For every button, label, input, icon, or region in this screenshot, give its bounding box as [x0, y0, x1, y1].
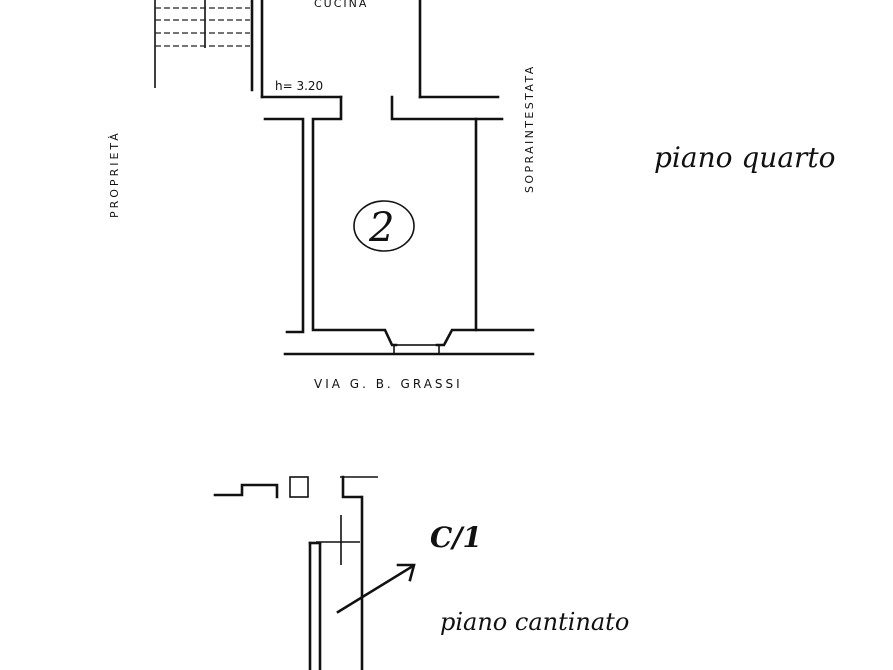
street-label: VIA G. B. GRASSI [314, 377, 463, 391]
property-label: PROPRIETÀ [108, 130, 121, 218]
height-label: h= 3.20 [275, 79, 323, 93]
kitchen-label: CUCINA [314, 0, 368, 10]
overbuilding-label: SOPRAINTESTATA [523, 64, 536, 193]
cellar-arrow [336, 563, 416, 614]
basement-walls [213, 475, 378, 670]
room-walls [263, 95, 535, 356]
unit-number: 2 [368, 205, 394, 251]
stairs [154, 0, 254, 92]
basement-title: piano cantinato [440, 608, 629, 636]
cellar-reference: C/1 [430, 521, 482, 554]
kitchen-walls [260, 0, 500, 99]
upper-floor-title: piano quarto [654, 141, 836, 174]
unit-circle [353, 200, 415, 252]
